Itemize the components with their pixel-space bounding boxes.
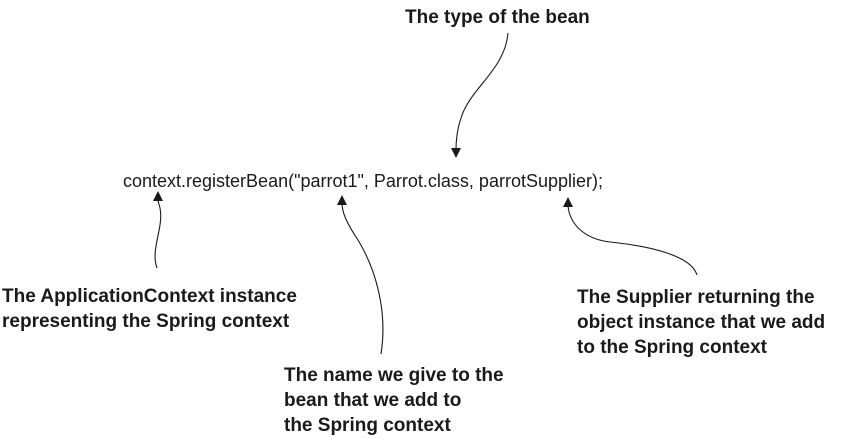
arrow-context-instance (153, 191, 163, 269)
annotation-name-line-3: the Spring context (284, 415, 451, 436)
annotation-bean-type: The type of the bean (405, 7, 590, 28)
arrow-bean-name (337, 195, 384, 355)
annotation-name-line-2: bean that we add to (284, 390, 461, 411)
annotation-supplier-line-2: object instance that we add (577, 312, 825, 333)
annotation-context-line-2: representing the Spring context (2, 311, 290, 332)
arrow-supplier (563, 197, 698, 276)
annotation-bean-name: The name we give to the bean that we add… (284, 365, 504, 436)
arrow-bean-type (451, 32, 509, 158)
annotation-supplier-line-3: to the Spring context (577, 337, 768, 358)
annotation-context-line-1: The ApplicationContext instance (2, 286, 297, 307)
annotation-supplier: The Supplier returning the object instan… (577, 287, 825, 358)
annotation-supplier-line-1: The Supplier returning the (577, 287, 815, 308)
annotation-name-line-1: The name we give to the (284, 365, 504, 386)
annotation-context-instance: The ApplicationContext instance represen… (2, 286, 297, 332)
code-line: context.registerBean("parrot1", Parrot.c… (123, 171, 603, 191)
